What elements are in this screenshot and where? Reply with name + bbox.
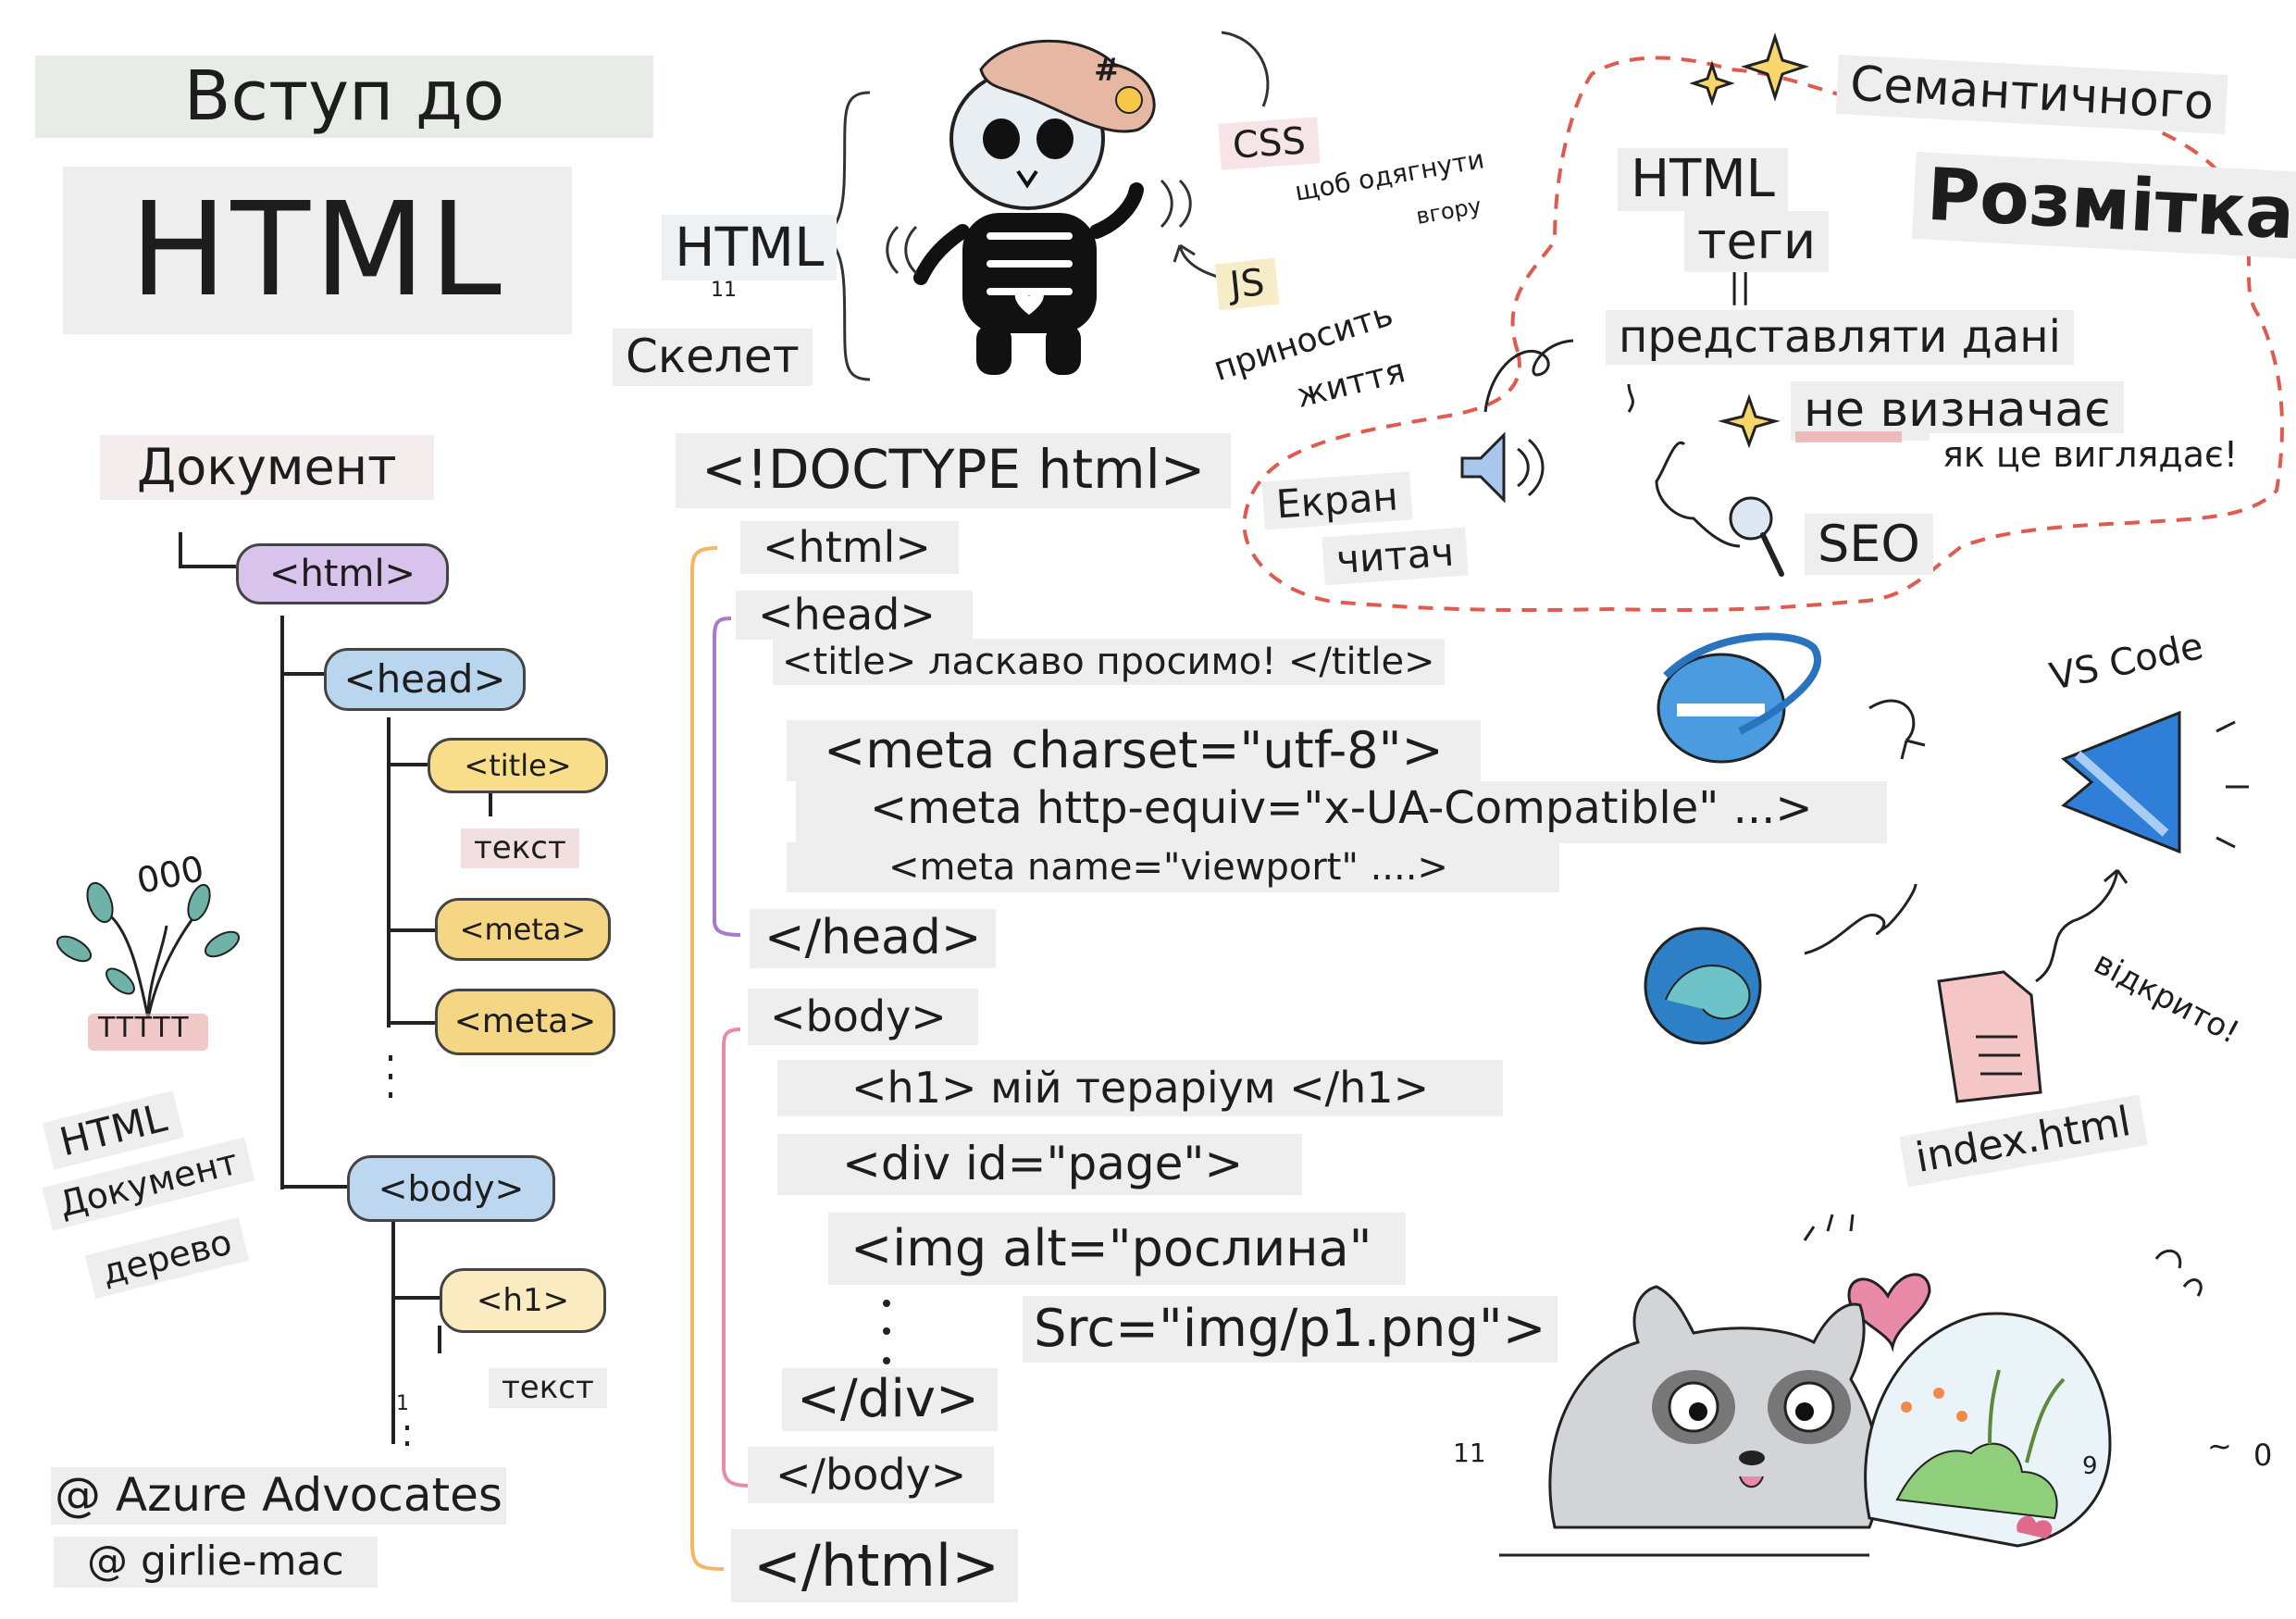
credit-line-2: @ girlie-mac — [54, 1537, 378, 1588]
code-html-close: </html> — [731, 1529, 1019, 1603]
code-meta-viewport: <meta name="viewport" ....> — [787, 842, 1559, 892]
scribble-0: 0 — [2253, 1438, 2273, 1473]
js-label: JS — [1214, 257, 1280, 311]
tree-small-one: 1 — [396, 1392, 409, 1415]
ie-browser-icon — [1657, 632, 1821, 764]
tree-node-head: <head> — [324, 648, 526, 711]
scribble-tilde: ~ — [2207, 1428, 2232, 1463]
credit-line-1: @ Azure Advocates — [51, 1467, 506, 1525]
head-bracket — [713, 616, 741, 937]
tree-node-body: <body> — [347, 1155, 555, 1222]
tree-text-2: текст — [489, 1368, 607, 1409]
document-tree-lines — [179, 532, 492, 1453]
css-label: CSS — [1218, 117, 1321, 170]
hat-mark: # — [1094, 52, 1121, 89]
skeleton-icon — [913, 39, 1156, 375]
scribble-9: 9 — [2082, 1452, 2098, 1480]
semantic-equals: || — [1729, 268, 1752, 305]
semantic-tags-2: теги — [1684, 211, 1830, 273]
code-body-close: </body> — [748, 1447, 995, 1503]
file-icon — [1937, 970, 2042, 1103]
semantic-tags-1: HTML — [1618, 148, 1788, 212]
scribble-11: 11 — [1453, 1438, 1486, 1468]
tree-document-label: Документ — [100, 435, 434, 501]
code-head-open: <head> — [736, 591, 973, 640]
code-src-line: Src="img/p1.png"> — [1023, 1296, 1558, 1364]
code-doctype: <!DOCTYPE html> — [676, 433, 1232, 508]
heart-icon — [1847, 1273, 1931, 1352]
code-meta-http: <meta http-equiv="x-UA-Compatible" ...> — [796, 781, 1887, 844]
skeleton-label: Скелет — [613, 329, 813, 386]
magnifier-icon — [1729, 496, 1784, 577]
vscode-icon — [2061, 710, 2181, 854]
semantic-represent: представляти дані — [1606, 310, 2074, 366]
seo-label: SEO — [1805, 514, 1933, 576]
code-head-close: </head> — [750, 909, 997, 968]
raccoon-icon — [1499, 1285, 1880, 1557]
terrarium-icon — [1864, 1312, 2112, 1548]
code-html-open: <html> — [740, 521, 959, 574]
edge-browser-icon — [1644, 927, 1762, 1045]
code-img-line: <img alt="рослина" — [828, 1213, 1406, 1286]
code-div-close: </div> — [782, 1368, 998, 1432]
tree-text-1: текст — [461, 828, 579, 869]
title-line-1: Вступ до — [35, 56, 653, 139]
title-line-2: HTML — [63, 167, 572, 334]
body-bracket — [722, 1027, 751, 1488]
speaker-icon — [1460, 431, 1545, 504]
semantic-looks: як це виглядає! — [1930, 433, 2252, 478]
code-meta-charset: <meta charset="utf-8"> — [787, 720, 1481, 782]
tree-node-meta-2: <meta> — [435, 989, 615, 1055]
tree-node-html: <html> — [236, 543, 449, 604]
code-h1-line: <h1> мій тераріум </h1> — [777, 1060, 1504, 1116]
html-bracket — [690, 546, 725, 1571]
semantic-cloud-outline — [1242, 56, 2284, 613]
sparkle-icon — [1689, 32, 1810, 449]
plant-label: TTTTT — [98, 1012, 191, 1044]
code-body-open: <body> — [748, 989, 978, 1045]
screen-reader-2: читач — [1322, 527, 1469, 586]
tree-node-title: <title> — [428, 738, 608, 793]
screen-reader-1: Екран — [1261, 471, 1413, 530]
code-div-open: <div id="page"> — [777, 1134, 1303, 1195]
semantic-not-define: не визначає — [1791, 381, 2124, 441]
skeleton-small-number: 11 — [711, 279, 737, 302]
code-title-line: <title> ласкаво просимо! </title> — [773, 639, 1445, 685]
semantic-underline — [1795, 431, 1902, 442]
plant-icon — [56, 881, 241, 1051]
tree-node-h1: <h1> — [440, 1268, 606, 1333]
tree-node-meta-1: <meta> — [435, 898, 611, 961]
skeleton-html-label: HTML — [662, 215, 838, 280]
